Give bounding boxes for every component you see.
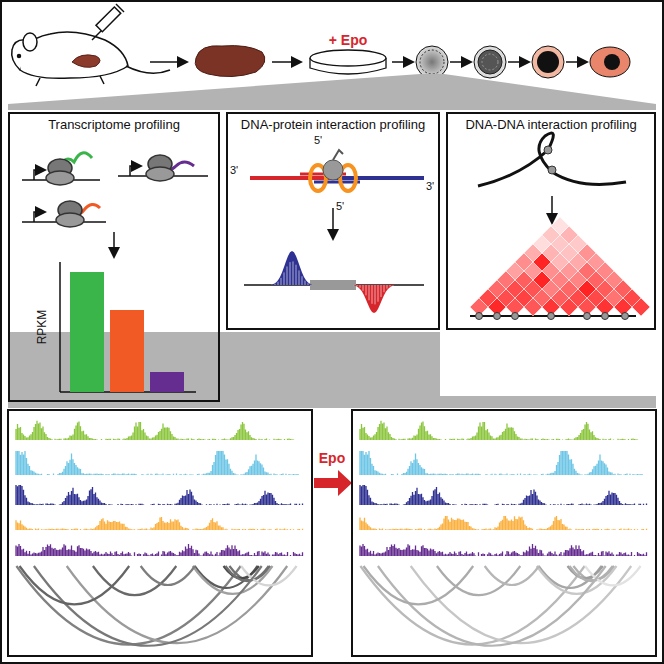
exo-bar — [360, 285, 361, 288]
exo-bar — [354, 285, 355, 286]
treatment-label: Epo — [319, 451, 345, 465]
exo-bar — [378, 285, 379, 302]
exo-bar — [375, 285, 376, 304]
exo-bar — [363, 285, 364, 291]
syringe — [92, 4, 124, 40]
exo-bar — [275, 284, 276, 285]
exo-peak — [272, 251, 312, 285]
anchor-dot — [494, 313, 501, 320]
interaction-arc — [537, 566, 617, 594]
profiling-panel: DNA-protein interaction profiling — [226, 112, 440, 330]
signal-track — [360, 544, 647, 556]
exo-bar — [372, 285, 373, 304]
exo-bar — [387, 285, 388, 289]
axis-label: RPKM — [36, 310, 48, 345]
exo-bar — [296, 265, 297, 285]
exo-bar — [308, 283, 309, 285]
heatmap-cell — [551, 217, 569, 235]
exo-bar — [278, 282, 279, 285]
anchor-dot — [622, 313, 629, 320]
chip-exo — [244, 150, 424, 290]
signal-track — [360, 485, 647, 505]
exo-bar — [302, 276, 303, 285]
exo-bar — [299, 270, 300, 285]
strand-end-label: 3' — [230, 165, 238, 176]
strand-end-label: 5' — [336, 201, 344, 212]
exo-bar — [369, 285, 370, 300]
interaction-arc — [16, 566, 240, 645]
interaction-arc — [364, 566, 474, 604]
exo-bar — [311, 284, 312, 286]
anchor-dot — [584, 313, 591, 320]
signal-track — [360, 451, 642, 475]
anchor-dot — [548, 313, 555, 320]
exo-bar — [393, 285, 394, 287]
epo-arrow — [314, 470, 352, 496]
profiling-panel: DNA-DNA interaction profiling — [446, 112, 656, 330]
signal-track — [16, 485, 303, 505]
transcripts — [22, 153, 208, 392]
exo-bar — [281, 278, 282, 285]
signal-track — [16, 421, 294, 440]
anchor-dot — [602, 313, 609, 320]
exo-bar — [284, 272, 285, 285]
anchor-dot — [476, 313, 483, 320]
panel-title: DNA-DNA interaction profiling — [448, 114, 654, 133]
culture-dish — [310, 50, 386, 74]
signal-track — [360, 421, 638, 440]
exo-bar — [390, 285, 391, 287]
interaction-arc — [193, 566, 273, 594]
exo-bar — [384, 285, 385, 292]
signal-track — [16, 544, 303, 556]
profiling-panel: Transcriptome profiling — [8, 112, 220, 402]
strand-end-label: 3' — [426, 181, 434, 192]
panel-title: Transcriptome profiling — [10, 114, 218, 133]
interaction-arc — [485, 566, 539, 585]
interaction-arc — [34, 566, 262, 646]
interaction-arc — [20, 566, 130, 604]
signal-track — [16, 517, 303, 530]
mouse — [12, 32, 170, 86]
chromatin-loop — [478, 133, 626, 186]
exo-peak — [354, 285, 394, 313]
panel-title: DNA-protein interaction profiling — [228, 114, 438, 133]
treatment-label: + Epo — [329, 33, 368, 47]
exo-bar — [381, 285, 382, 297]
interaction-arc — [378, 566, 606, 646]
exo-bar — [357, 285, 358, 286]
exo-bar — [293, 261, 294, 285]
exo-bar — [272, 284, 273, 285]
strand-end-label: 5' — [314, 135, 322, 146]
exo-bar — [287, 266, 288, 285]
exo-bar — [305, 281, 306, 285]
signal-track — [360, 516, 647, 530]
exo-bar — [290, 262, 291, 285]
signal-track — [16, 451, 298, 475]
spleen — [195, 46, 265, 77]
exo-bar — [366, 285, 367, 295]
interaction-arc — [141, 566, 195, 585]
anchor-dot — [512, 313, 519, 320]
interaction-arc — [360, 566, 584, 645]
